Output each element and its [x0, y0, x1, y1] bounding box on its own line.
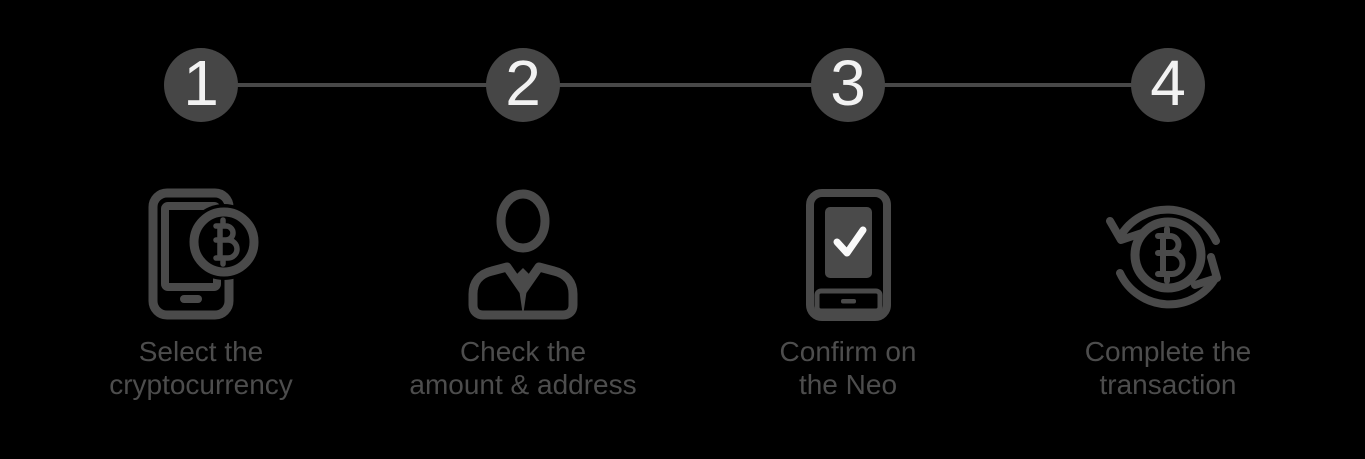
step-2-number-badge: 2 [486, 48, 560, 122]
person-body [468, 262, 578, 320]
step-2: 2 Check the amount & address [363, 0, 683, 401]
step-4-label-line1: Complete the [1084, 336, 1252, 367]
bitcoin-symbol [1155, 226, 1186, 284]
step-2-number: 2 [505, 47, 541, 119]
step-3-icon-wrap [778, 185, 918, 325]
step-2-icon-wrap [453, 185, 593, 325]
check-mark [833, 226, 867, 257]
step-3-number: 3 [830, 47, 866, 119]
step-3-number-badge: 3 [811, 48, 885, 122]
step-1-label-line2: cryptocurrency [109, 369, 293, 400]
device-screen [825, 207, 872, 278]
step-1-icon-wrap [131, 185, 271, 325]
step-4-label: Complete the transaction [1085, 335, 1252, 401]
step-4-label-line2: transaction [1099, 369, 1237, 400]
refresh-arrowhead-left [1106, 217, 1146, 244]
refresh-arrowhead-right [1191, 253, 1221, 289]
step-1-number: 1 [183, 47, 219, 119]
step-3-label-line1: Confirm on [779, 336, 917, 367]
tie-knot [515, 268, 531, 285]
person-icon [468, 189, 578, 320]
step-2-label-line2: amount & address [409, 369, 637, 400]
step-connector-line [204, 83, 1168, 87]
step-4: 4 Complete the transaction [1008, 0, 1328, 401]
bitcoin-symbol [213, 217, 240, 267]
step-3-label: Confirm on the Neo [780, 335, 917, 401]
device-check-icon [806, 189, 891, 321]
tie-tail [518, 282, 528, 316]
device-brand-mark [841, 299, 856, 304]
step-1: 1 Select the cryptocurrency [41, 0, 361, 401]
step-1-number-badge: 1 [164, 48, 238, 122]
refresh-arc-bottom [1116, 269, 1220, 309]
bitcoin-coin-circle [1130, 217, 1206, 293]
step-1-label: Select the cryptocurrency [109, 335, 293, 401]
bitcoin-refresh-icon [1106, 205, 1221, 309]
step-3-label-line2: the Neo [798, 369, 898, 400]
step-4-number-badge: 4 [1131, 48, 1205, 122]
phone-bitcoin-icon [148, 188, 262, 320]
step-3: 3 Confirm on the Neo [688, 0, 1008, 401]
step-2-label: Check the amount & address [409, 335, 636, 401]
step-4-number: 4 [1150, 47, 1186, 119]
step-1-label-line1: Select the [138, 336, 264, 367]
step-2-label-line1: Check the [459, 336, 587, 367]
bitcoin-coin-circle [189, 207, 259, 277]
device-body [806, 189, 891, 321]
person-head [496, 189, 550, 253]
device-base [814, 288, 883, 314]
refresh-arc-top [1116, 205, 1220, 245]
phone-home-button [180, 295, 202, 303]
step-4-icon-wrap [1098, 185, 1238, 325]
